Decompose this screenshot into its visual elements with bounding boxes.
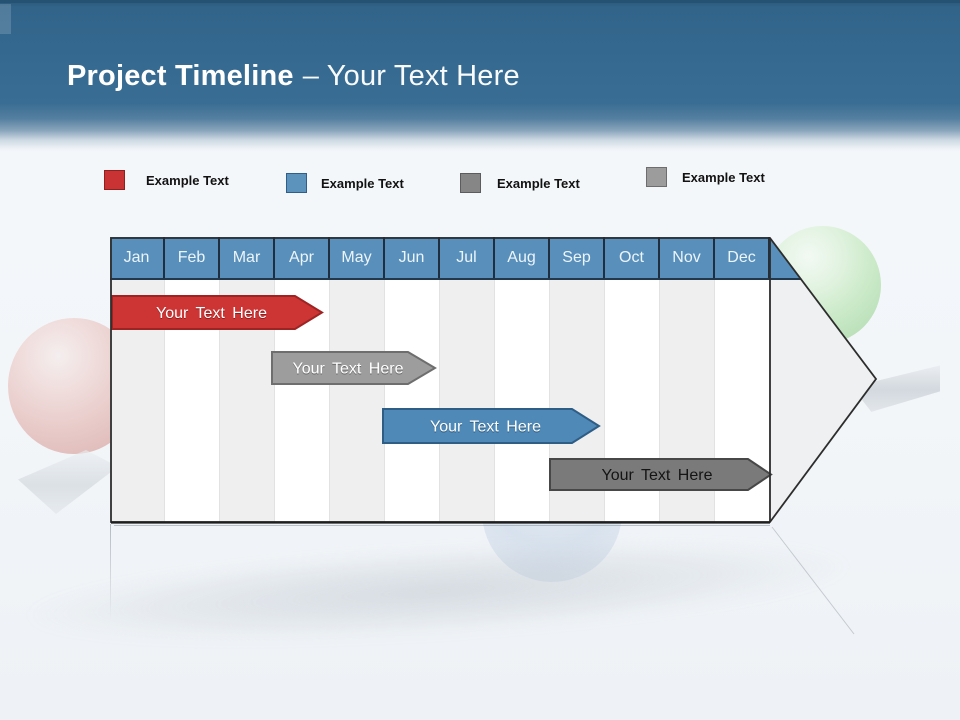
legend-item-blue[interactable]: Example Text: [286, 172, 404, 194]
slide-title-main: Project Timeline: [67, 60, 294, 92]
reflection-left-border: [110, 524, 111, 620]
title-banner: Project Timeline– Your Text Here: [0, 0, 960, 152]
timeline-bar-3[interactable]: Your Text Here: [382, 408, 601, 444]
legend-item-gray[interactable]: Example Text: [646, 166, 765, 188]
legend-label: Example Text: [682, 169, 765, 185]
legend-label: Example Text: [321, 175, 404, 191]
slide-title[interactable]: Project Timeline– Your Text Here: [67, 60, 520, 93]
bar-label: Your Text Here: [156, 305, 267, 322]
legend-label: Example Text: [497, 175, 580, 191]
bar-label: Your Text Here: [430, 419, 541, 436]
legend-swatch-darkgray: [460, 173, 481, 193]
legend-item-red[interactable]: Example Text: [104, 169, 229, 191]
legend-swatch-red: [104, 170, 125, 190]
reflection-shadow: [26, 523, 850, 659]
left-platform-decoration: [18, 450, 118, 514]
legend-swatch-gray: [646, 167, 667, 187]
slide-title-suffix: – Your Text Here: [302, 60, 520, 92]
legend-label: Example Text: [146, 172, 229, 188]
legend-item-darkgray[interactable]: Example Text: [460, 172, 580, 194]
timeline-bar-4[interactable]: Your Text Here: [549, 458, 773, 491]
timeline-bar-1[interactable]: Your Text Here: [111, 295, 324, 330]
bar-label: Your Text Here: [293, 361, 404, 378]
banner-top-edge: [0, 0, 960, 3]
timeline-bar-2[interactable]: Your Text Here: [271, 351, 437, 385]
banner-corner-notch: [0, 4, 11, 34]
bar-label: Your Text Here: [602, 467, 713, 484]
legend-swatch-blue: [286, 173, 307, 193]
